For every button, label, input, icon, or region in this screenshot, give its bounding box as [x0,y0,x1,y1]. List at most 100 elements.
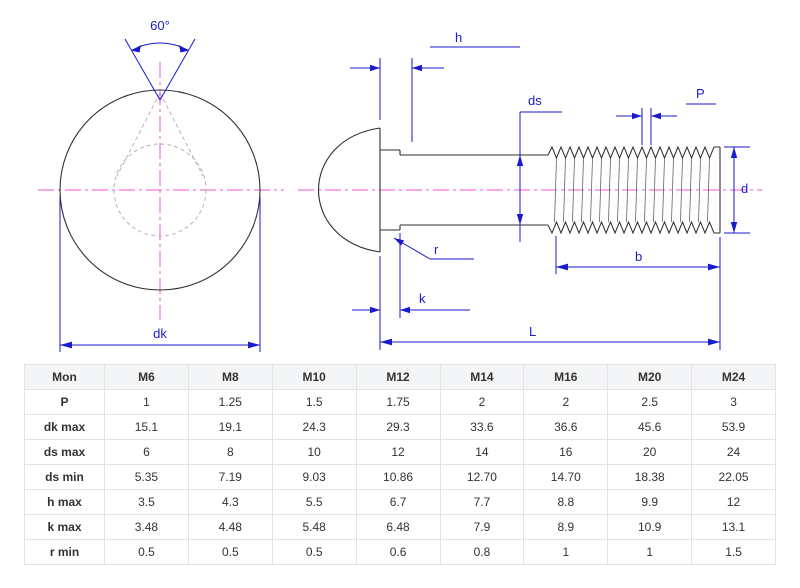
column-header: M20 [607,364,693,390]
table-cell: 14.70 [523,464,609,490]
column-header: M8 [187,364,273,390]
table-cell: 9.03 [271,464,357,490]
thread-flank-line [581,157,584,223]
table-cell: 2.5 [607,389,693,415]
arrowhead [556,263,568,271]
ds-label: ds [528,93,542,108]
table-cell: 9.9 [607,489,693,515]
row-header: r min [24,539,105,565]
thread-flank-line [626,157,629,223]
table-cell: 3.48 [104,514,189,540]
thread-flank-line [644,157,647,223]
column-header: M10 [271,364,357,390]
bolt-outline [318,127,721,253]
ds-dimension: ds [516,93,562,242]
carriage-bolt-drawing: 60° d k [38,18,762,352]
hidden-cone-line-right [159,92,204,177]
column-header: M14 [439,364,525,390]
row-header: k max [24,514,105,540]
column-header: M12 [355,364,441,390]
thread-flank-line [563,157,566,223]
thread-flank-line [671,157,674,223]
arrowhead [370,64,380,72]
table-cell: 45.6 [607,414,693,440]
table-cell: 0.5 [187,539,273,565]
arrowhead [516,214,524,225]
square-neck-hidden-circle [113,143,207,237]
thread-flank-line [572,157,575,223]
table-cell: 12.70 [439,464,525,490]
thread-flank-line [689,157,692,223]
row-header: ds max [24,439,105,465]
p-label: P [696,86,705,101]
arrowhead [394,238,405,246]
table-cell: 3.5 [104,489,189,515]
thread-flank-line [680,157,683,223]
l-label: L [529,324,536,339]
thread-flank-line [554,157,557,223]
p-dimension: P [616,86,716,145]
r-dimension: r [393,237,474,260]
arrowhead [380,338,392,346]
front-view [38,62,284,320]
arrowhead [730,147,738,158]
table-cell: 2 [523,389,609,415]
table-cell: 5.48 [271,514,357,540]
table-cell: 1.25 [187,389,273,415]
corner-header: Mon [24,364,105,390]
table-cell: 53.9 [691,414,776,440]
k-label: k [419,291,426,306]
table-cell: 3 [691,389,776,415]
k-dimension: k [352,233,470,350]
table-cell: 22.05 [691,464,776,490]
column-header: M16 [523,364,609,390]
thread-crest-zigzag [547,145,720,160]
table-cell: 1.5 [271,389,357,415]
table-cell: 12 [691,489,776,515]
table-cell: 8.9 [523,514,609,540]
head-outline-circle [59,89,261,291]
arrowhead [632,112,642,120]
angle-label: 60° [150,18,170,33]
row-header: ds min [24,464,105,490]
table-cell: 7.19 [187,464,273,490]
table-cell: 6.7 [355,489,441,515]
table-cell: 1.5 [691,539,776,565]
d-dimension: d [724,146,750,234]
table-cell: 16 [523,439,609,465]
table-cell: 15.1 [104,414,189,440]
table-cell: 36.6 [523,414,609,440]
technical-drawing-svg: 60° d k [38,18,762,352]
thread-crest-zigzag [547,220,720,235]
hidden-cone-line-left [116,92,161,177]
arrowhead [248,341,260,349]
thread-flank-line [662,157,665,223]
table-cell: 4.48 [187,514,273,540]
column-header: M24 [691,364,776,390]
l-dimension: L [380,237,721,350]
table-cell: 8 [187,439,273,465]
table-cell: 33.6 [439,414,525,440]
thread-flank-line [608,157,611,223]
side-view [298,127,762,253]
table-cell: 10 [271,439,357,465]
table-cell: 24 [691,439,776,465]
table-cell: 0.5 [271,539,357,565]
h-label: h [455,30,462,45]
thread-flank-line [617,157,620,223]
arrowhead [179,45,189,53]
arrowhead [516,155,524,166]
table-cell: 24.3 [271,414,357,440]
table-cell: 19.1 [187,414,273,440]
table-cell: 4.3 [187,489,273,515]
arrowhead [708,338,720,346]
table-cell: 0.6 [355,539,441,565]
table-cell: 8.8 [523,489,609,515]
table-cell: 0.8 [439,539,525,565]
